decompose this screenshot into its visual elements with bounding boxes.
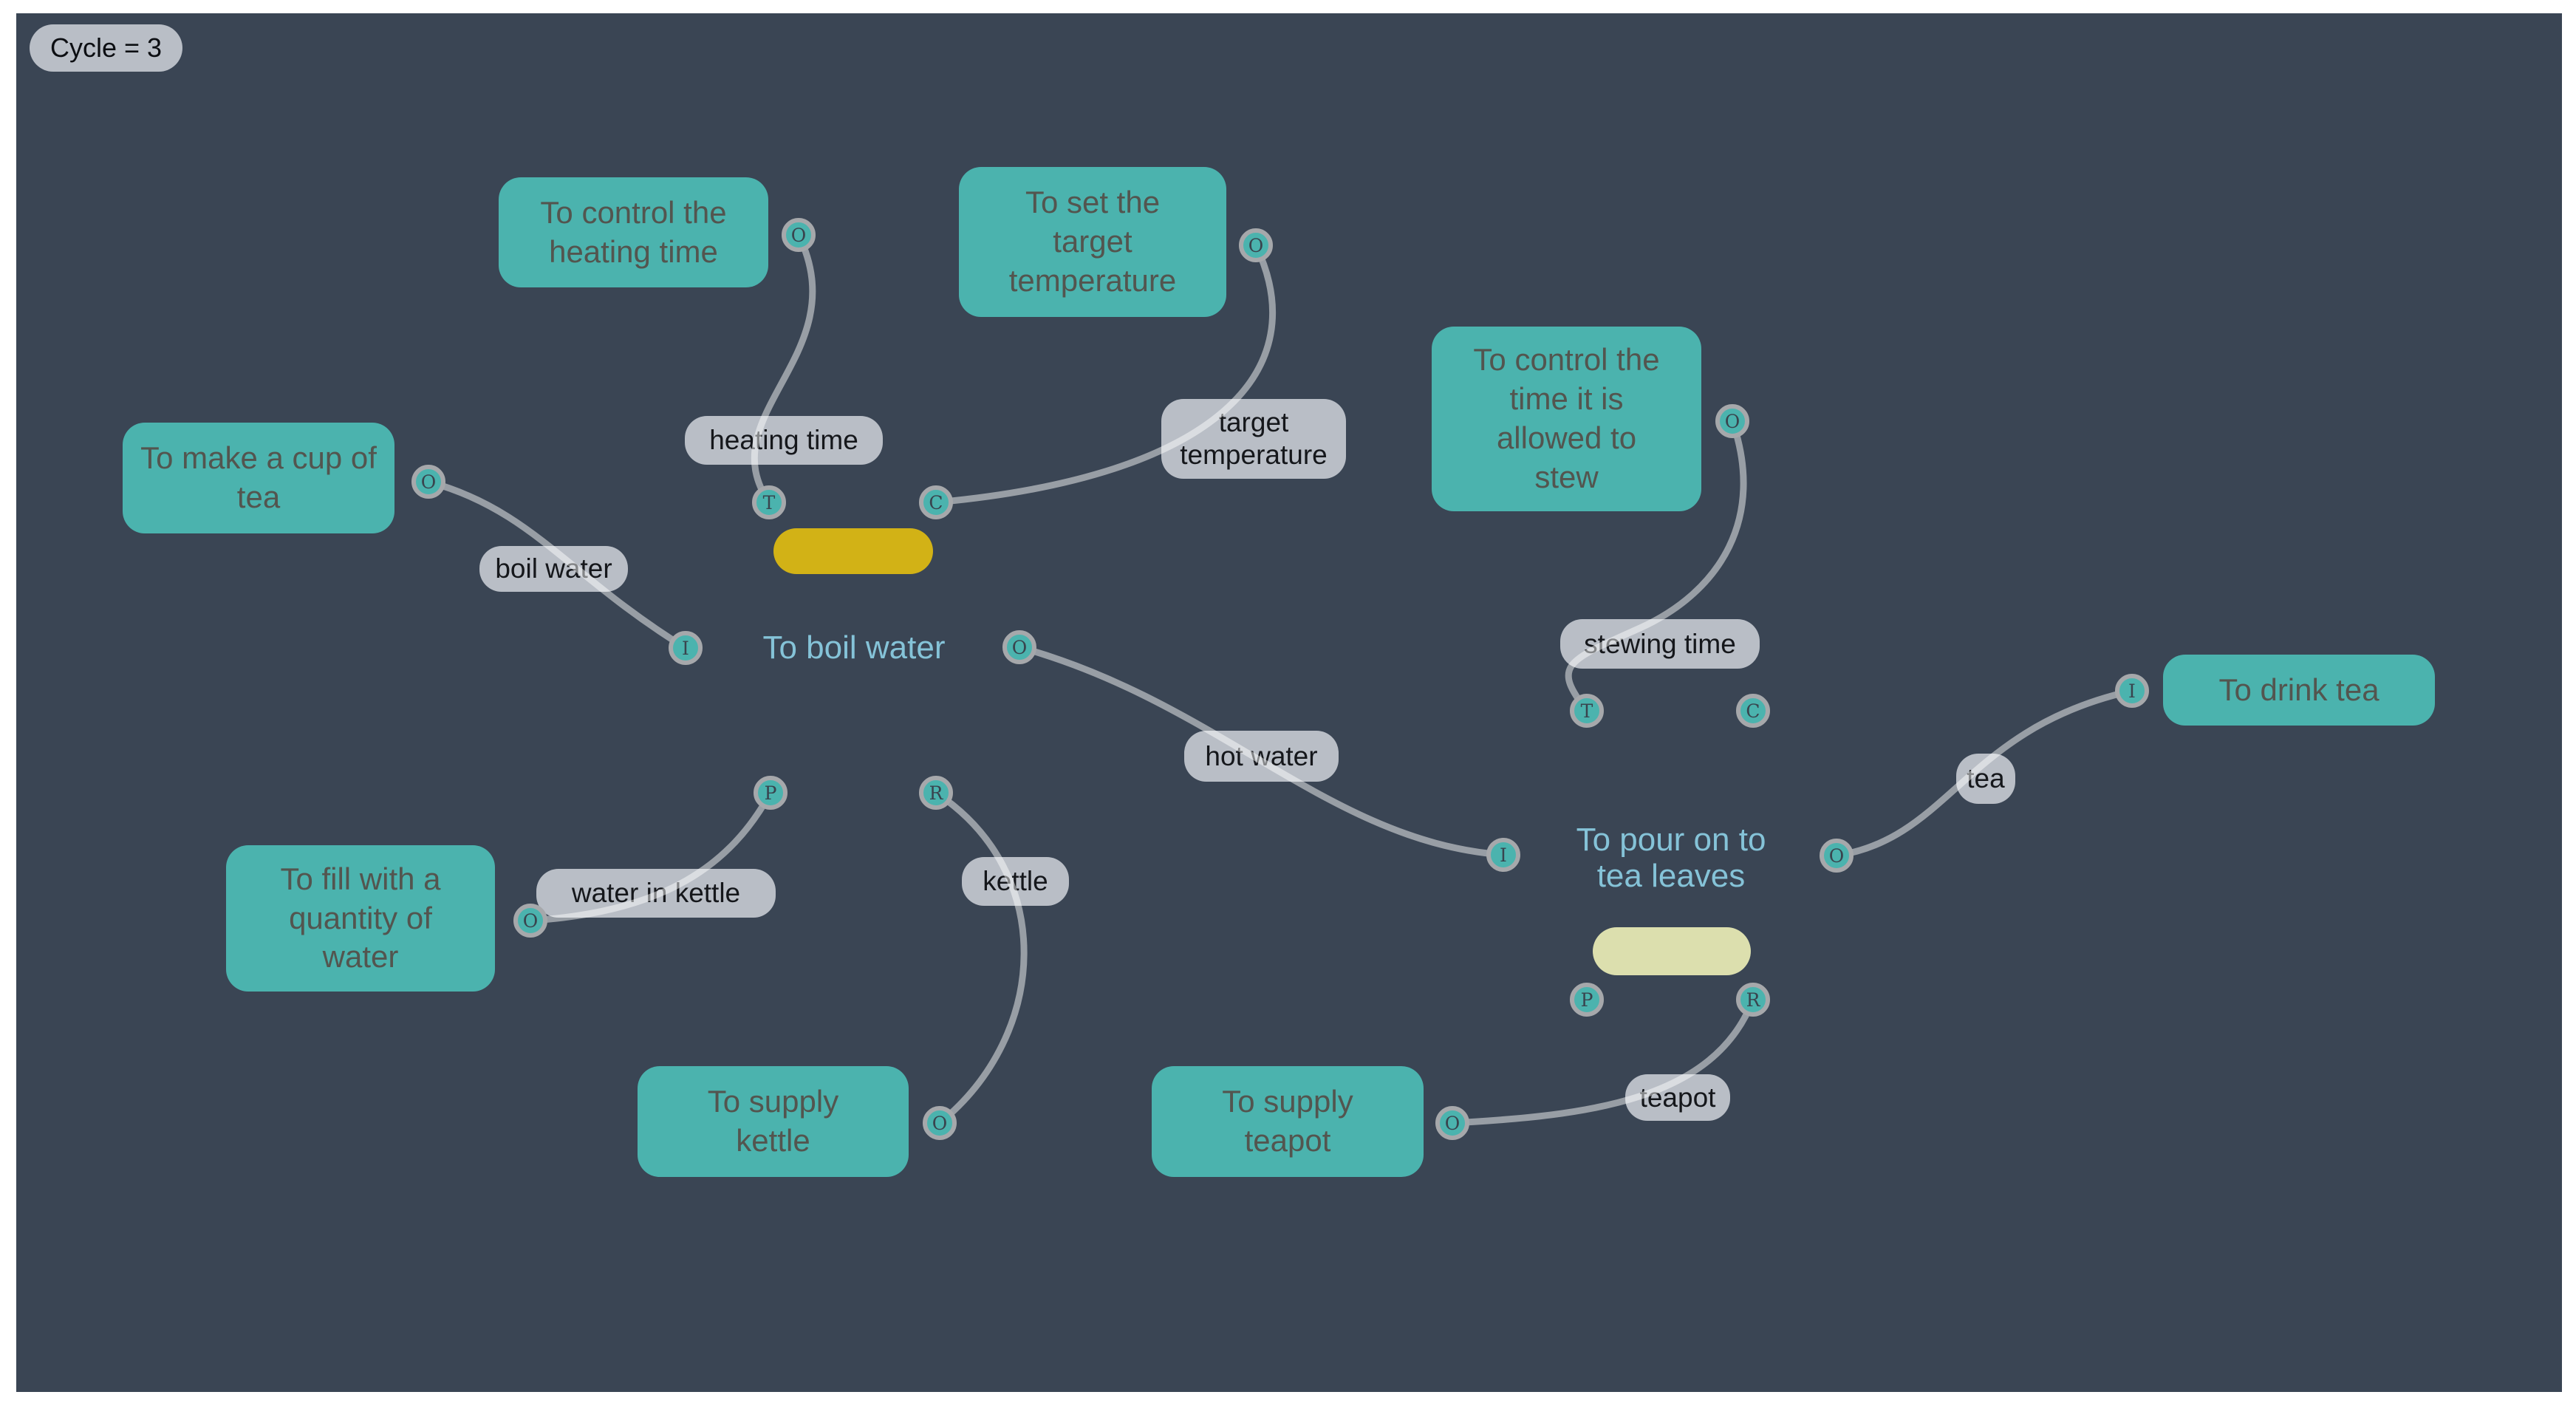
coupling-label-tea[interactable]: tea (1956, 754, 2015, 804)
aspect-o-circle-boil-water[interactable]: O (1002, 630, 1036, 664)
aspect-o-circle-fill-with-water[interactable]: O (513, 904, 547, 938)
hexagon-body-pill-pour-on-to-tea-leaves[interactable] (1593, 927, 1751, 975)
aspect-o-circle-control-heating-time[interactable]: O (782, 218, 816, 252)
aspect-i-circle-pour-on-to-tea-leaves[interactable]: I (1486, 838, 1520, 872)
coupling-label-water-in-kettle[interactable]: water in kettle (536, 869, 776, 918)
aspect-o-circle-set-target-temperature[interactable]: O (1239, 228, 1273, 262)
function-node-supply-kettle[interactable]: To supply kettle (638, 1066, 909, 1177)
coupling-label-target-temperature[interactable]: target temperature (1161, 399, 1346, 479)
aspect-t-circle-pour-on-to-tea-leaves[interactable]: T (1570, 694, 1604, 728)
hexagon-title-boil-water: To boil water (762, 629, 946, 666)
coupling-label-kettle[interactable]: kettle (962, 857, 1069, 906)
coupling-label-teapot[interactable]: teapot (1625, 1074, 1730, 1121)
function-node-control-heating-time[interactable]: To control the heating time (499, 177, 768, 287)
aspect-o-circle-supply-teapot[interactable]: O (1435, 1106, 1469, 1140)
aspect-o-circle-control-stewing-time[interactable]: O (1715, 404, 1749, 438)
function-node-make-cup-of-tea[interactable]: To make a cup of tea (123, 423, 394, 533)
aspect-p-circle-pour-on-to-tea-leaves[interactable]: P (1570, 983, 1604, 1017)
hexagon-title-pour-on-to-tea-leaves: To pour on to tea leaves (1576, 822, 1766, 895)
coupling-label-stewing-time[interactable]: stewing time (1560, 619, 1760, 669)
aspect-o-circle-make-cup-of-tea[interactable]: O (411, 465, 445, 499)
aspect-r-circle-boil-water[interactable]: R (919, 776, 953, 810)
function-node-fill-with-water[interactable]: To fill with a quantity of water (226, 845, 495, 992)
aspect-i-circle-boil-water[interactable]: I (669, 631, 703, 665)
coupling-label-hot-water[interactable]: hot water (1184, 731, 1339, 782)
cycle-badge: Cycle = 3 (30, 24, 182, 72)
coupling-label-boil-water[interactable]: boil water (479, 546, 628, 592)
aspect-o-circle-pour-on-to-tea-leaves[interactable]: O (1820, 839, 1854, 873)
function-node-control-stewing-time[interactable]: To control the time it is allowed to ste… (1432, 327, 1701, 511)
aspect-i-circle-drink-tea[interactable]: I (2115, 674, 2149, 708)
aspect-p-circle-boil-water[interactable]: P (754, 776, 788, 810)
aspect-t-circle-boil-water[interactable]: T (752, 485, 786, 519)
coupling-label-heating-time[interactable]: heating time (685, 416, 883, 465)
function-node-supply-teapot[interactable]: To supply teapot (1152, 1066, 1424, 1177)
aspect-r-circle-pour-on-to-tea-leaves[interactable]: R (1736, 983, 1770, 1017)
aspect-c-circle-boil-water[interactable]: C (919, 485, 953, 519)
hexagon-body-pill-boil-water[interactable] (773, 528, 933, 574)
aspect-c-circle-pour-on-to-tea-leaves[interactable]: C (1736, 694, 1770, 728)
aspect-o-circle-supply-kettle[interactable]: O (923, 1106, 957, 1140)
function-node-drink-tea[interactable]: To drink tea (2163, 655, 2435, 726)
function-node-set-target-temperature[interactable]: To set the target temperature (959, 167, 1226, 317)
